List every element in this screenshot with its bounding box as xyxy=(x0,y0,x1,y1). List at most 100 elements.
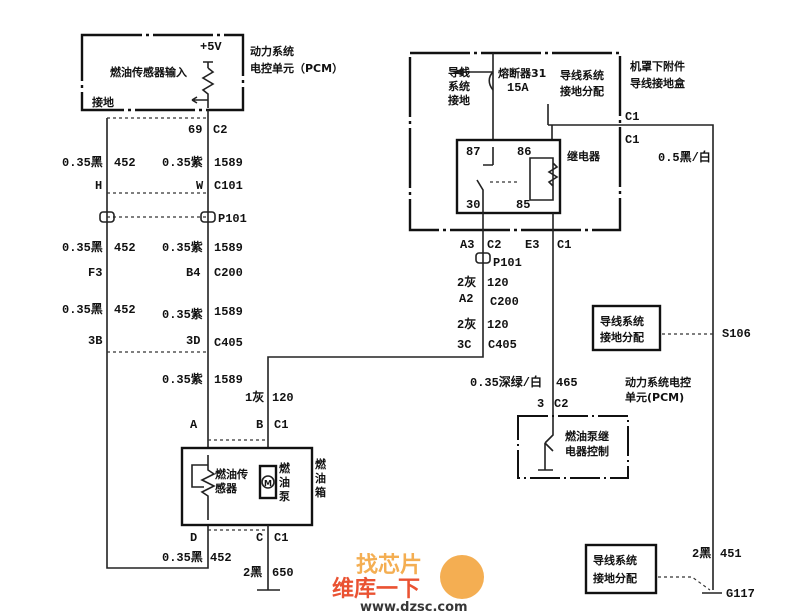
wire-color: 2黑 xyxy=(692,546,711,561)
splice-s106: S106 xyxy=(722,327,751,341)
pin-f3: F3 xyxy=(88,266,102,280)
ground-icon xyxy=(257,525,280,591)
ground-distribution-s106: 导线系统 接地分配 S106 xyxy=(591,304,751,352)
relay: 87 86 30 85 继电器 xyxy=(455,138,601,420)
tank-label: 箱 xyxy=(315,485,326,499)
connector-c1: C1 xyxy=(274,531,288,545)
left-harness: 69 C2 0.35黑 452 0.35紫 1589 H W C101 P101… xyxy=(62,110,484,569)
ground-dist-label-2: 接地分配 xyxy=(600,330,644,344)
pin-a: A xyxy=(190,418,198,432)
connector-c1: C1 xyxy=(557,238,571,252)
circuit-number: 650 xyxy=(272,566,294,580)
wire-color: 2黑 xyxy=(243,565,262,580)
url-text: www.dzsc.com xyxy=(360,600,468,614)
circuit-number: 451 xyxy=(720,547,742,561)
fuse-icon xyxy=(488,71,494,91)
ground-dist-label: 导线系统 xyxy=(560,68,604,82)
circuit-number: 452 xyxy=(114,156,136,170)
circuit-number: 120 xyxy=(272,391,294,405)
ground-dist-label-2: 接地分配 xyxy=(560,84,604,98)
circuit-number: 1589 xyxy=(214,373,243,387)
wire-color: 0.35紫 xyxy=(162,154,203,170)
label-sensor-input: 燃油传感器输入 xyxy=(109,65,187,79)
pin-3b: 3B xyxy=(88,334,102,348)
relay-control-label: 燃油泵继 xyxy=(564,429,609,443)
box-title: 机罩下附件 xyxy=(630,59,685,73)
p101-connector xyxy=(475,252,491,264)
pin-3c: 3C xyxy=(457,338,471,352)
ground-dist-label: 导线系统 xyxy=(600,314,644,328)
sensor-label-2: 感器 xyxy=(215,481,238,495)
circuit-number: 465 xyxy=(556,376,578,390)
ground-g117: G117 xyxy=(726,587,755,601)
connector-c1: C1 xyxy=(625,133,639,147)
pcm-relay-control: 燃油泵继 电器控制 xyxy=(517,415,629,479)
wire-color: 0.35深绿/白 xyxy=(470,374,542,390)
wire-color: 0.35黑 xyxy=(62,302,103,317)
pump-label: 油 xyxy=(279,475,290,489)
connector-c2: C2 xyxy=(554,397,568,411)
box-title-2: 导线接地盒 xyxy=(630,76,686,90)
tank-label: 油 xyxy=(315,471,326,485)
fuse-label: 熔断器31 xyxy=(498,66,546,80)
transistor-icon xyxy=(538,420,554,471)
wire-color: 2灰 xyxy=(457,274,476,290)
mascot-icon xyxy=(440,555,484,599)
fuse-rating: 15A xyxy=(507,81,529,95)
motor-m: M xyxy=(264,479,272,488)
circuit-number: 1589 xyxy=(214,156,243,170)
wire-color: 0.35紫 xyxy=(162,306,203,322)
wire-color: 0.35黑 xyxy=(162,550,203,565)
pump-label: 泵 xyxy=(279,490,290,503)
pin-86: 86 xyxy=(517,145,531,159)
pin-a3: A3 xyxy=(460,238,474,252)
slogan-text: 维库一下 xyxy=(332,576,420,602)
tank-label: 燃 xyxy=(314,457,327,471)
wire-color: 0.35紫 xyxy=(162,371,203,387)
pcm-module: +5V 燃油传感器输入 接地 动力系统 电控单元（PCM） xyxy=(80,33,343,112)
pump-label: 燃 xyxy=(278,461,291,475)
pin-c: C xyxy=(256,531,263,545)
pcm-title-2: 电控单元（PCM） xyxy=(250,61,343,75)
arrow-icon xyxy=(191,96,208,104)
fuel-tank: A B C1 燃油传 感器 M 燃 油 泵 燃 油 箱 D C C1 0.35黑… xyxy=(162,418,327,591)
circuit-number: 120 xyxy=(487,318,509,332)
ground-dist-label: 导线系统 xyxy=(593,553,637,567)
connector-c405: C405 xyxy=(214,336,243,350)
connector-c200: C200 xyxy=(490,295,519,309)
circuit-number: 452 xyxy=(210,551,232,565)
wire-color: 0.35黑 xyxy=(62,240,103,255)
pin-a2: A2 xyxy=(459,292,473,306)
wire-color: 0.35黑 xyxy=(62,155,103,170)
pin-b4: B4 xyxy=(186,266,200,280)
right-harness: A3 C2 E3 C1 P101 2灰 120 A2 C200 2灰 120 3… xyxy=(457,238,691,411)
underhood-box: 导线 系统 接地 熔断器31 15A 导线系统 接地分配 机罩下附件 导线接地盒… xyxy=(408,51,714,590)
pin-87: 87 xyxy=(466,145,480,159)
pin-d: D xyxy=(190,531,197,545)
connector-p101: P101 xyxy=(218,212,247,226)
pin-h: H xyxy=(95,179,102,193)
connector-c1: C1 xyxy=(625,110,639,124)
pcm-label: 动力系统电控 xyxy=(625,375,691,389)
pin-85: 85 xyxy=(516,198,530,212)
wire-color: 2灰 xyxy=(457,316,476,332)
pin-30: 30 xyxy=(466,198,480,212)
circuit-number: 1589 xyxy=(214,305,243,319)
connector-p101: P101 xyxy=(493,256,522,270)
pin-w: W xyxy=(196,179,204,193)
relay-coil-icon xyxy=(476,147,559,213)
circuit-number: 452 xyxy=(114,241,136,255)
logo-text: 找芯片 xyxy=(356,553,422,578)
fuel-sensor-icon xyxy=(191,455,216,520)
ground-dist-label-2: 接地分配 xyxy=(593,571,637,585)
connector-c2: C2 xyxy=(213,123,227,137)
pcm-title: 动力系统 xyxy=(250,44,294,58)
circuit-number: 120 xyxy=(487,276,509,290)
ground-label: 导线 xyxy=(448,65,470,79)
wire-color: 0.35紫 xyxy=(162,239,203,255)
connector-c405: C405 xyxy=(488,338,517,352)
connector-c1: C1 xyxy=(274,418,288,432)
circuit-number: 1589 xyxy=(214,241,243,255)
wire-color: 1灰 xyxy=(245,389,264,405)
